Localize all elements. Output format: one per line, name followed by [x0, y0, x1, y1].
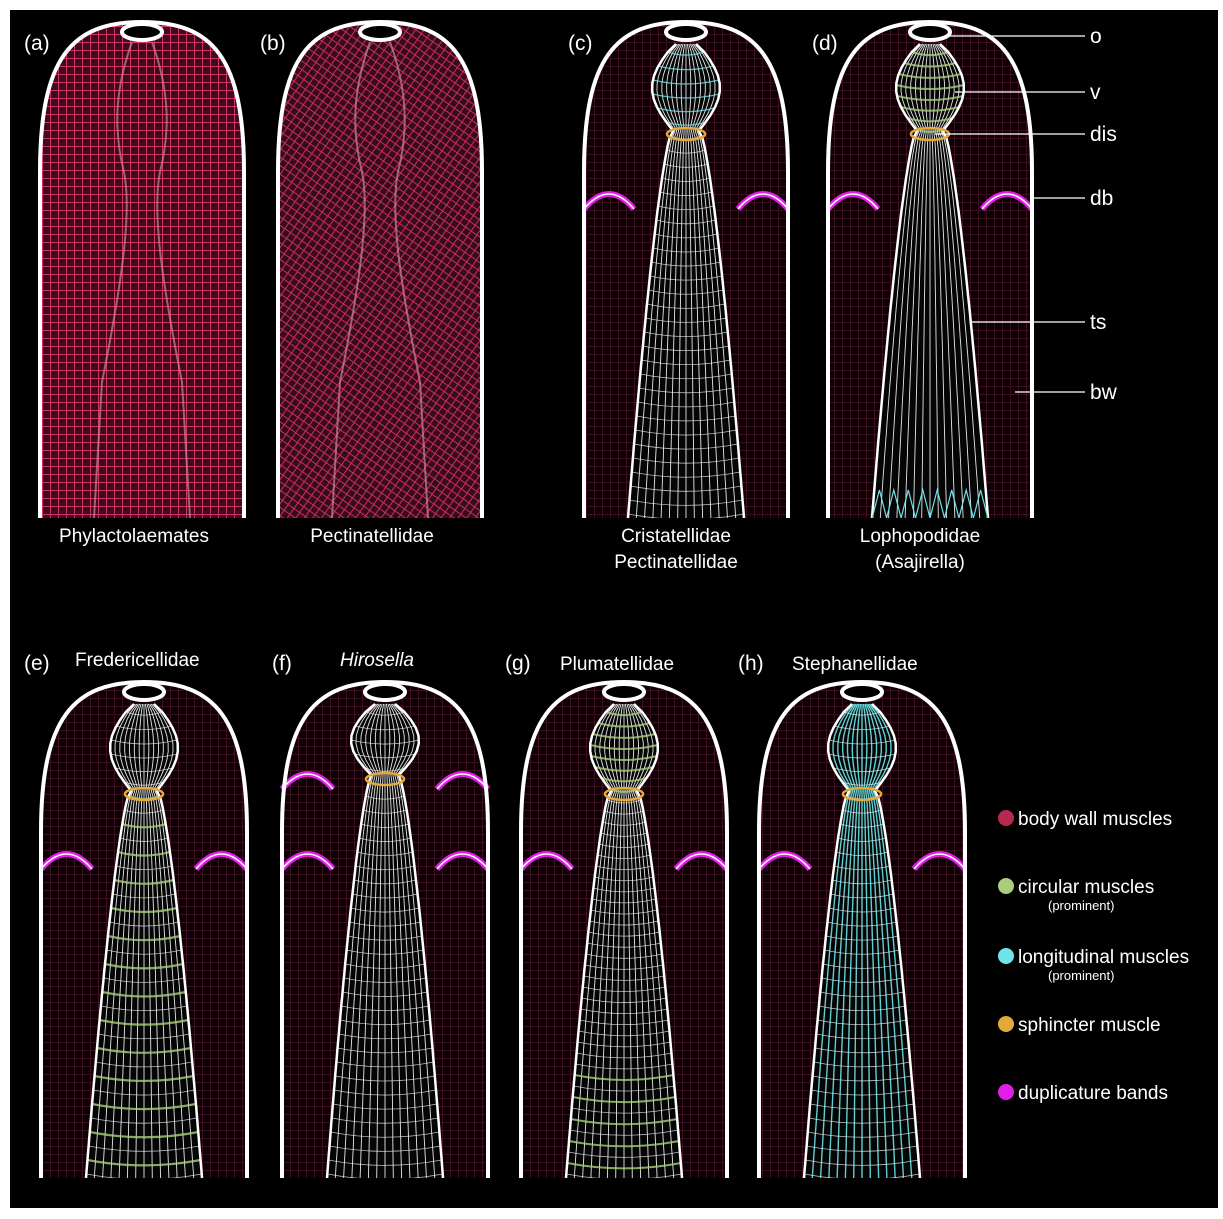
panel-letter: (h) [738, 652, 764, 675]
legend-label: duplicature bands [1018, 1083, 1168, 1104]
annotation-v: v [1090, 81, 1101, 104]
annotation-o: o [1090, 25, 1102, 48]
legend-swatch [998, 1016, 1014, 1032]
legend-label: circular muscles [1018, 877, 1154, 898]
orifice [666, 24, 706, 40]
orifice [842, 684, 882, 700]
panel-f [282, 682, 488, 1179]
taxon-name: Hirosella [340, 650, 414, 671]
taxon-name: Phylactolaemates [59, 526, 209, 547]
panel-letter: (b) [260, 32, 286, 55]
body-wall [278, 22, 482, 518]
muscle-diagram-figure: (a) Phylactolaemates (b) Pectinatellidae (c)… [10, 10, 1218, 1208]
panel-g [521, 682, 727, 1179]
taxon-name: Cristatellidae [621, 526, 731, 547]
panel-a [40, 22, 244, 518]
panels-layer [40, 22, 1032, 1179]
panel-letter: (f) [272, 652, 292, 675]
panel-letter: (e) [24, 652, 50, 675]
taxon-name: Fredericellidae [75, 650, 200, 671]
orifice [122, 24, 162, 40]
legend-swatch [998, 948, 1014, 964]
diagram-canvas: (a) Phylactolaemates (b) Pectinatellidae (c)… [10, 10, 1218, 1208]
panel-b [278, 22, 482, 518]
legend-label: longitudinal muscles [1018, 947, 1189, 968]
taxon-name: Stephanellidae [792, 654, 918, 675]
annotation-bw: bw [1090, 381, 1118, 404]
taxon-name: Plumatellidae [560, 654, 674, 675]
orifice [910, 24, 950, 40]
panel-c [584, 22, 788, 519]
legend-label: body wall muscles [1018, 809, 1172, 830]
orifice [604, 684, 644, 700]
taxon-name: (Asajirella) [875, 552, 965, 573]
annotation-db: db [1090, 187, 1113, 210]
panel-e [41, 682, 247, 1179]
taxon-name: Lophopodidae [860, 526, 980, 547]
panel-h [759, 682, 965, 1179]
orifice [360, 24, 400, 40]
legend-label: sphincter muscle [1018, 1015, 1161, 1036]
body-wall [40, 22, 244, 518]
legend-swatch [998, 810, 1014, 826]
orifice [365, 684, 405, 700]
panel-d [828, 22, 1032, 519]
panel-letter: (a) [24, 32, 50, 55]
annotation-dis: dis [1090, 123, 1117, 146]
legend-sublabel: (prominent) [1048, 968, 1114, 983]
panel-letter: (g) [505, 652, 531, 675]
taxon-name: Pectinatellidae [614, 552, 738, 573]
legend-swatch [998, 1084, 1014, 1100]
panel-letter: (c) [568, 32, 593, 55]
orifice [124, 684, 164, 700]
legend-sublabel: (prominent) [1048, 898, 1114, 913]
annotation-ts: ts [1090, 311, 1106, 334]
legend-swatch [998, 878, 1014, 894]
taxon-name: Pectinatellidae [310, 526, 434, 547]
panel-letter: (d) [812, 32, 838, 55]
